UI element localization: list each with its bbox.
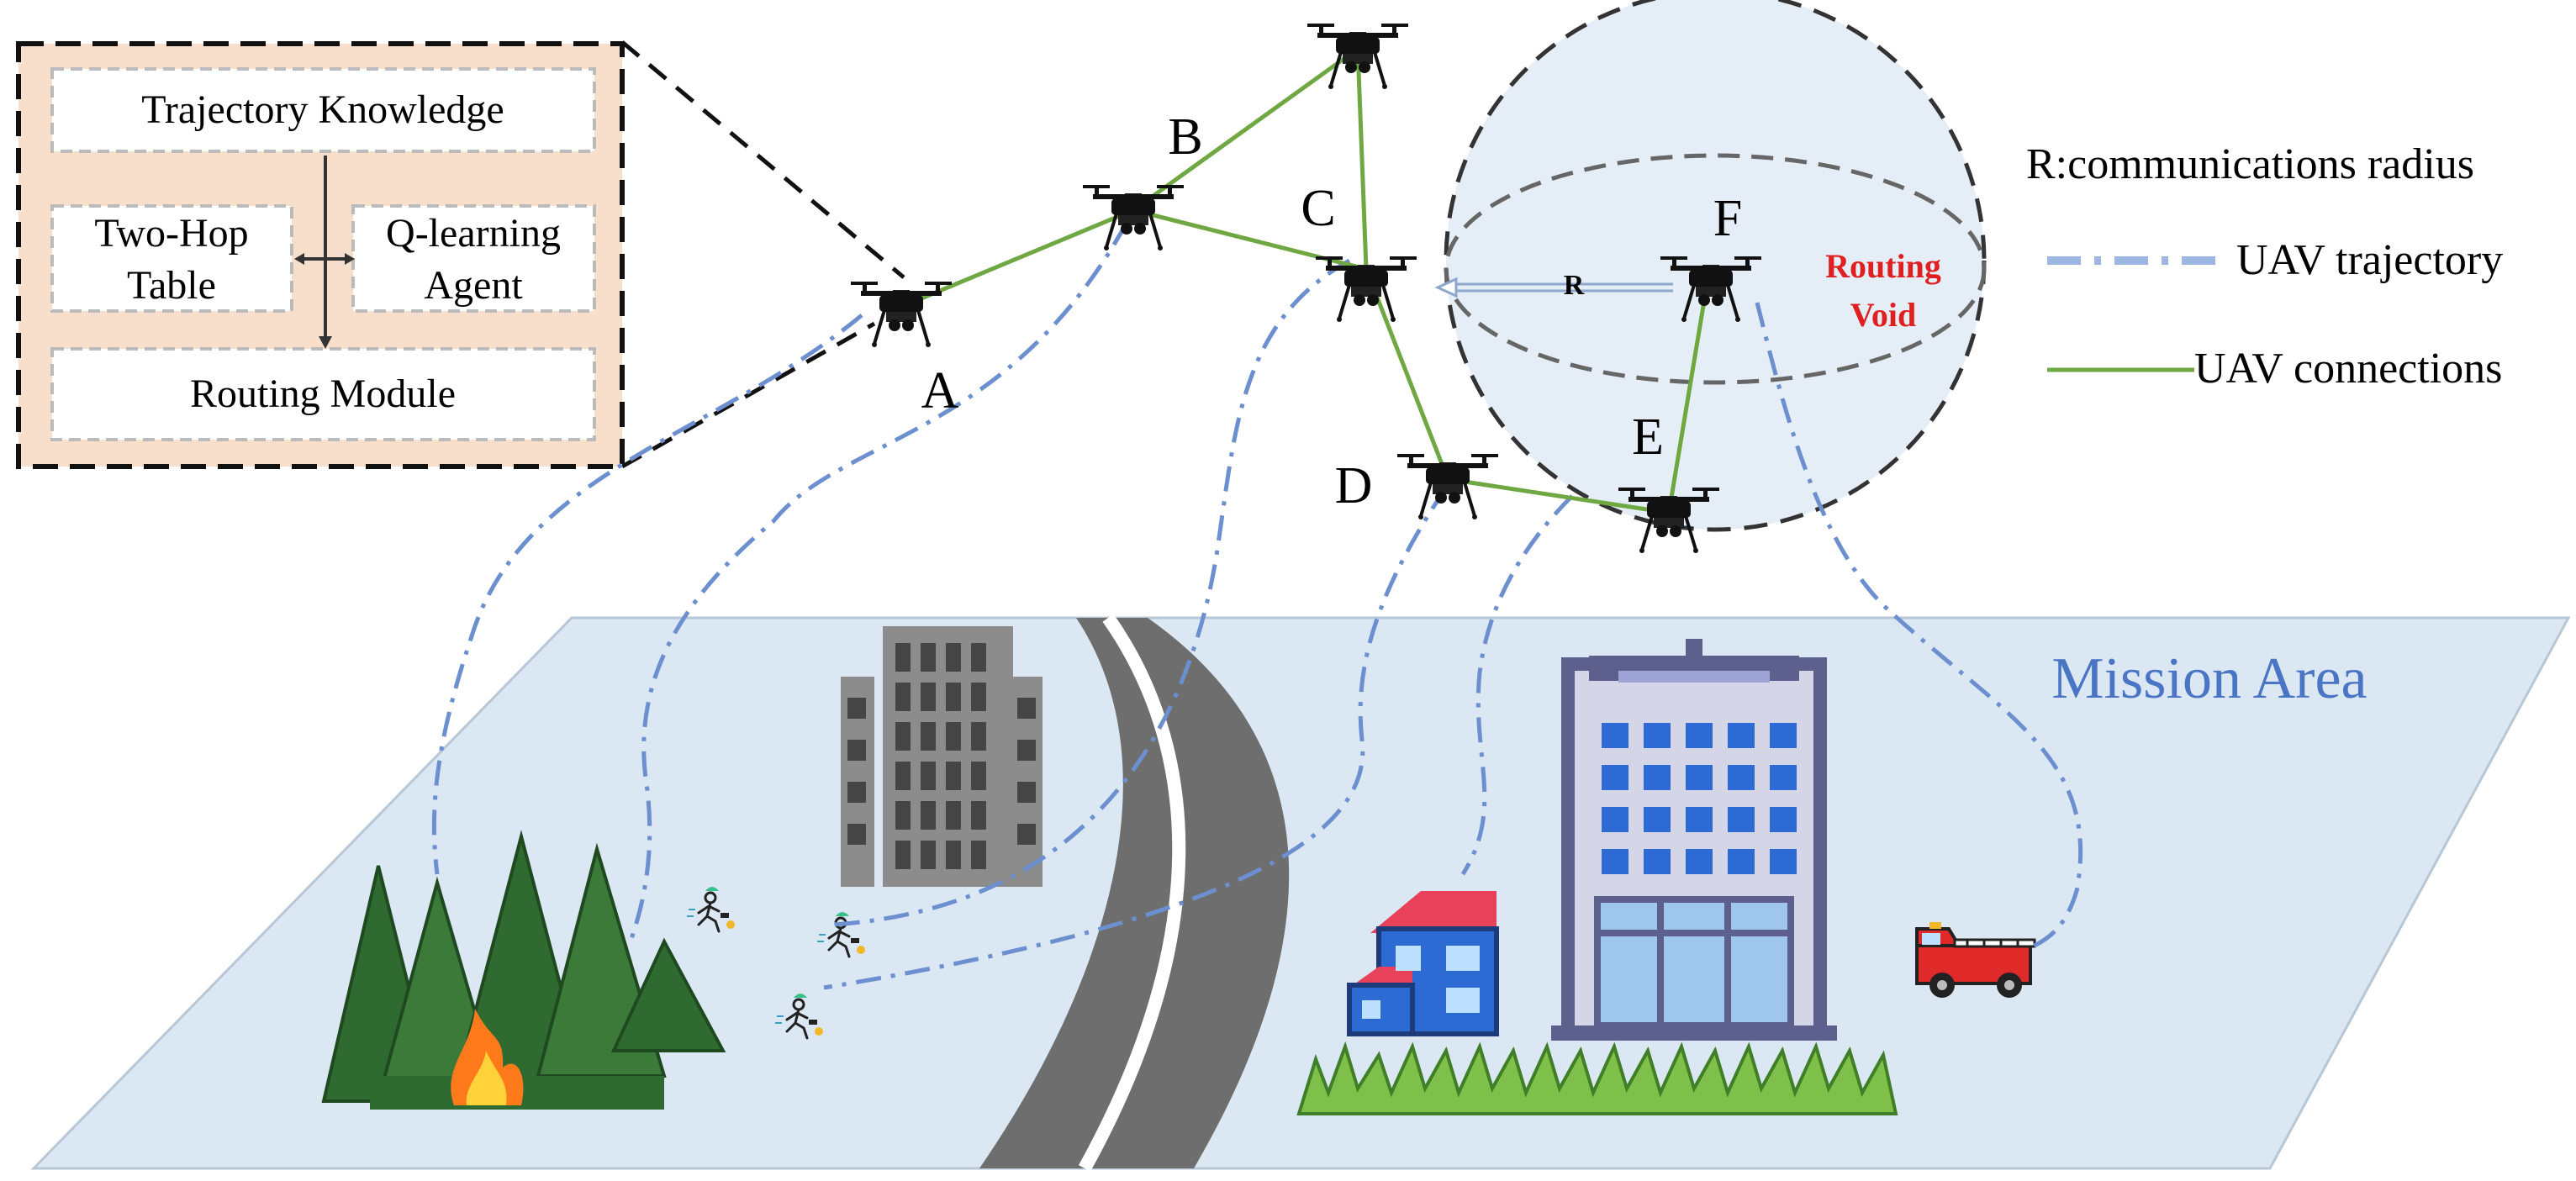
trajectory-knowledge-label: Trajectory Knowledge: [141, 87, 504, 132]
uav-icon: [851, 282, 952, 347]
forest-fire-icon: [321, 830, 726, 1110]
uav-label-a: A: [921, 362, 959, 419]
legend-radius-label: R:communications radius: [2026, 140, 2474, 188]
uav-label-f: F: [1713, 190, 1742, 247]
uav-label-e: E: [1632, 409, 1664, 466]
routing-void-label-line1: Routing: [1825, 247, 1941, 285]
uav-label-b: B: [1168, 108, 1202, 166]
two-hop-table-label-line1: Two-Hop: [94, 211, 248, 256]
legend: R:communications radius UAV trajectory U…: [2026, 140, 2503, 393]
office-building-icon: [841, 626, 1043, 887]
two-hop-table-label-line2: Table: [127, 263, 216, 308]
grass-icon: [1296, 1041, 1898, 1115]
routing-void-region: [1444, 0, 1987, 532]
uav-trajectories: [431, 221, 2083, 990]
uav-label-d: D: [1335, 457, 1373, 514]
uav-icon: [1316, 256, 1417, 322]
tower-building-icon: [1551, 639, 1837, 1041]
node-architecture-box: Trajectory Knowledge Two-Hop Table Q-lea…: [16, 40, 905, 469]
legend-connections-label: UAV connections: [2194, 345, 2502, 393]
radius-arrow: R: [1434, 270, 1673, 301]
uav-icon: [1397, 454, 1498, 519]
radius-label: R: [1564, 270, 1585, 301]
legend-trajectory-label: UAV trajectory: [2236, 236, 2503, 284]
mission-area-label: Mission Area: [2051, 646, 2367, 711]
routing-void-label-line2: Void: [1850, 296, 1917, 334]
uav-label-c: C: [1301, 180, 1335, 237]
road-icon: [979, 614, 1290, 1172]
routing-module-label: Routing Module: [190, 372, 456, 416]
q-learning-agent-label-line2: Agent: [424, 263, 523, 308]
q-learning-agent-label-line1: Q-learning: [386, 211, 561, 256]
house-icon: [1347, 891, 1499, 1036]
fire-truck-icon: [1915, 922, 2036, 998]
